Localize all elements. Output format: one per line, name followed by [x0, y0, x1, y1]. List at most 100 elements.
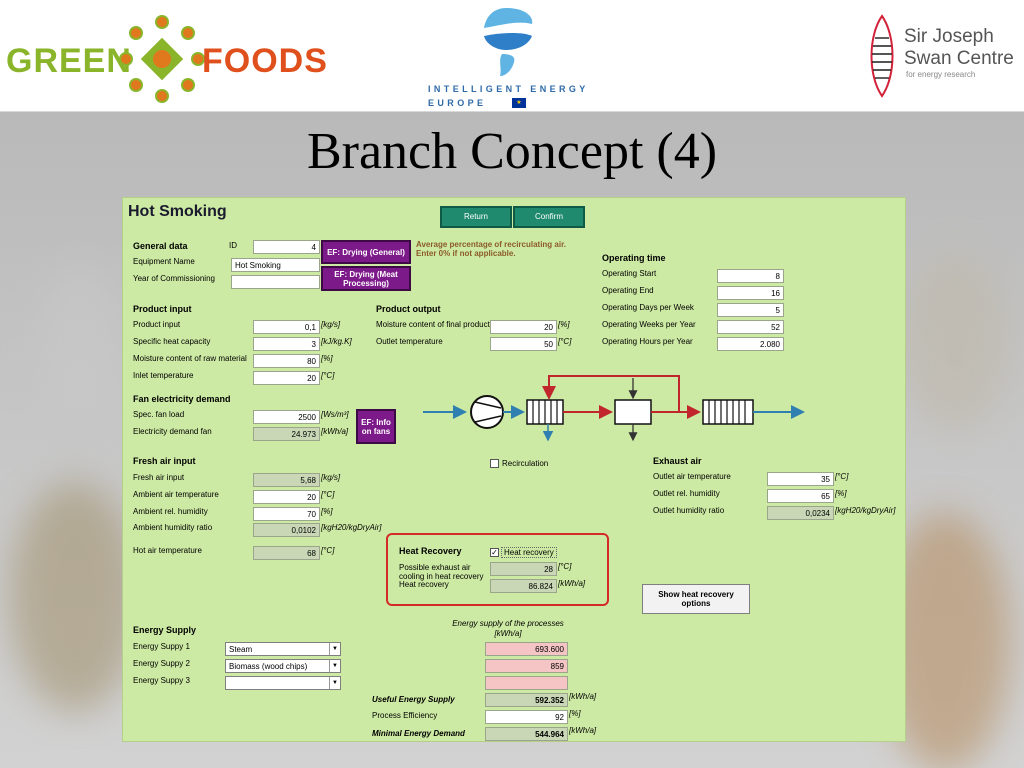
outlet-humidity-ratio-field: 0,0234 — [767, 506, 834, 520]
minimal-energy-unit: [kWh/a] — [569, 726, 597, 735]
inlet-temperature-field[interactable]: 20 — [253, 371, 320, 385]
equipment-name-field[interactable]: Hot Smoking — [231, 258, 320, 272]
hot-smoking-form: Hot Smoking Return Confirm General data … — [122, 197, 906, 742]
energy-supply-3-select[interactable]: ▼ — [225, 676, 341, 690]
operating-hours-label: Operating Hours per Year — [602, 337, 693, 346]
ef-drying-meat-button[interactable]: EF: Drying (Meat Processing) — [321, 266, 411, 291]
heat-recovery-value-unit: [kWh/a] — [558, 579, 586, 588]
chevron-down-icon: ▼ — [329, 660, 340, 672]
show-heat-recovery-button[interactable]: Show heat recovery options — [642, 584, 750, 614]
year-field[interactable] — [231, 275, 320, 289]
outlet-air-temperature-unit: [°C] — [835, 472, 849, 481]
useful-energy-field: 592.352 — [485, 693, 568, 707]
confirm-button[interactable]: Confirm — [513, 206, 585, 228]
form-title: Hot Smoking — [128, 203, 227, 220]
raw-moisture-unit: [%] — [321, 354, 333, 363]
energy-supply-3-field — [485, 676, 568, 690]
id-field[interactable]: 4 — [253, 240, 320, 254]
energy-supply-2-field: 859 — [485, 659, 568, 673]
process-efficiency-field[interactable]: 92 — [485, 710, 568, 724]
specific-heat-field[interactable]: 3 — [253, 337, 320, 351]
energy-supply-2-select[interactable]: Biomass (wood chips) ▼ — [225, 659, 341, 673]
minimal-energy-label: Minimal Energy Demand — [372, 729, 465, 738]
ambient-humidity-field[interactable]: 70 — [253, 507, 320, 521]
inlet-temperature-label: Inlet temperature — [133, 371, 194, 380]
product-input-field[interactable]: 0,1 — [253, 320, 320, 334]
heat-recovery-header: Heat Recovery — [399, 546, 462, 556]
fan-electricity-header: Fan electricity demand — [133, 394, 231, 404]
energy-supply-3-label: Energy Suppy 3 — [133, 676, 190, 685]
useful-energy-label: Useful Energy Supply — [372, 695, 455, 704]
product-input-header: Product input — [133, 304, 192, 314]
fan-load-field[interactable]: 2500 — [253, 410, 320, 424]
outlet-temperature-field[interactable]: 50 — [490, 337, 557, 351]
heat-recovery-box — [386, 533, 609, 606]
fresh-air-header: Fresh air input — [133, 456, 196, 466]
specific-heat-unit: [kJ/kg.K] — [321, 337, 352, 346]
possible-cooling-unit: [°C] — [558, 562, 572, 571]
chevron-down-icon: ▼ — [329, 677, 340, 689]
hot-air-temperature-unit: [°C] — [321, 546, 335, 555]
possible-cooling-field: 28 — [490, 562, 557, 576]
recirculation-checkbox[interactable] — [490, 459, 499, 468]
swan-centre-logo: Sir Joseph Swan Centre for energy resear… — [866, 14, 1016, 102]
energy-supply-caption: Energy supply of the processes — [452, 619, 564, 628]
fan-load-label: Spec. fan load — [133, 410, 185, 419]
heat-recovery-value-label: Heat recovery — [399, 580, 449, 589]
operating-end-label: Operating End — [602, 286, 654, 295]
return-button[interactable]: Return — [440, 206, 512, 228]
outlet-air-temperature-field[interactable]: 35 — [767, 472, 834, 486]
electricity-demand-field: 24.973 — [253, 427, 320, 441]
energy-supply-header: Energy Supply — [133, 625, 197, 635]
operating-end-field[interactable]: 16 — [717, 286, 784, 300]
operating-days-label: Operating Days per Week — [602, 303, 694, 312]
heat-recovery-checkbox[interactable]: ✓ — [490, 548, 499, 557]
raw-moisture-label: Moisture content of raw material — [133, 354, 247, 363]
fresh-air-field: 5,68 — [253, 473, 320, 487]
chevron-down-icon: ▼ — [329, 643, 340, 655]
outlet-air-temperature-label: Outlet air temperature — [653, 472, 731, 481]
ambient-temperature-field[interactable]: 20 — [253, 490, 320, 504]
hot-air-temperature-label: Hot air temperature — [133, 546, 202, 555]
recirculation-note: Average percentage of recirculating air.… — [416, 240, 566, 258]
operating-start-field[interactable]: 8 — [717, 269, 784, 283]
operating-weeks-label: Operating Weeks per Year — [602, 320, 696, 329]
ambient-humidity-ratio-label: Ambient humidity ratio — [133, 523, 213, 532]
useful-energy-unit: [kWh/a] — [569, 692, 597, 701]
ambient-temperature-unit: [°C] — [321, 490, 335, 499]
operating-time-header: Operating time — [602, 253, 666, 263]
inlet-temperature-unit: [°C] — [321, 371, 335, 380]
ambient-humidity-ratio-field: 0,0102 — [253, 523, 320, 537]
intelligent-energy-europe-logo: INTELLIGENT ENERGY EUROPE ★ — [428, 6, 598, 110]
ef-drying-general-button[interactable]: EF: Drying (General) — [321, 240, 411, 264]
operating-hours-field[interactable]: 2.080 — [717, 337, 784, 351]
outlet-humidity-field[interactable]: 65 — [767, 489, 834, 503]
process-efficiency-label: Process Efficiency — [372, 711, 438, 720]
energy-supply-1-select[interactable]: Steam▼ — [225, 642, 341, 656]
year-label: Year of Commissioning — [133, 274, 215, 283]
ef-info-fans-button[interactable]: EF: Info on fans — [356, 409, 396, 444]
process-efficiency-unit: [%] — [569, 709, 581, 718]
hot-air-temperature-field: 68 — [253, 546, 320, 560]
raw-moisture-field[interactable]: 80 — [253, 354, 320, 368]
ambient-humidity-ratio-unit: [kgH20/kgDryAir] — [321, 523, 382, 532]
outlet-humidity-unit: [%] — [835, 489, 847, 498]
final-moisture-unit: [%] — [558, 320, 570, 329]
heat-recovery-value-field: 86.824 — [490, 579, 557, 593]
final-moisture-field[interactable]: 20 — [490, 320, 557, 334]
energy-supply-2-value: Biomass (wood chips) — [229, 662, 308, 671]
energy-supply-1-label: Energy Suppy 1 — [133, 642, 190, 651]
operating-weeks-field[interactable]: 52 — [717, 320, 784, 334]
ambient-humidity-label: Ambient rel. humidity — [133, 507, 208, 516]
eu-flag-icon: ★ — [512, 98, 526, 108]
ambient-humidity-unit: [%] — [321, 507, 333, 516]
electricity-demand-label: Electricity demand fan — [133, 427, 212, 436]
operating-days-field[interactable]: 5 — [717, 303, 784, 317]
fresh-air-label: Fresh air input — [133, 473, 185, 482]
operating-start-label: Operating Start — [602, 269, 657, 278]
energy-supply-caption-unit: [kWh/a] — [494, 629, 522, 638]
outlet-humidity-ratio-label: Outlet humidity ratio — [653, 506, 725, 515]
outlet-temperature-unit: [°C] — [558, 337, 572, 346]
outlet-humidity-ratio-unit: [kgH20/kgDryAir] — [835, 506, 896, 515]
energy-supply-2-label: Energy Suppy 2 — [133, 659, 190, 668]
